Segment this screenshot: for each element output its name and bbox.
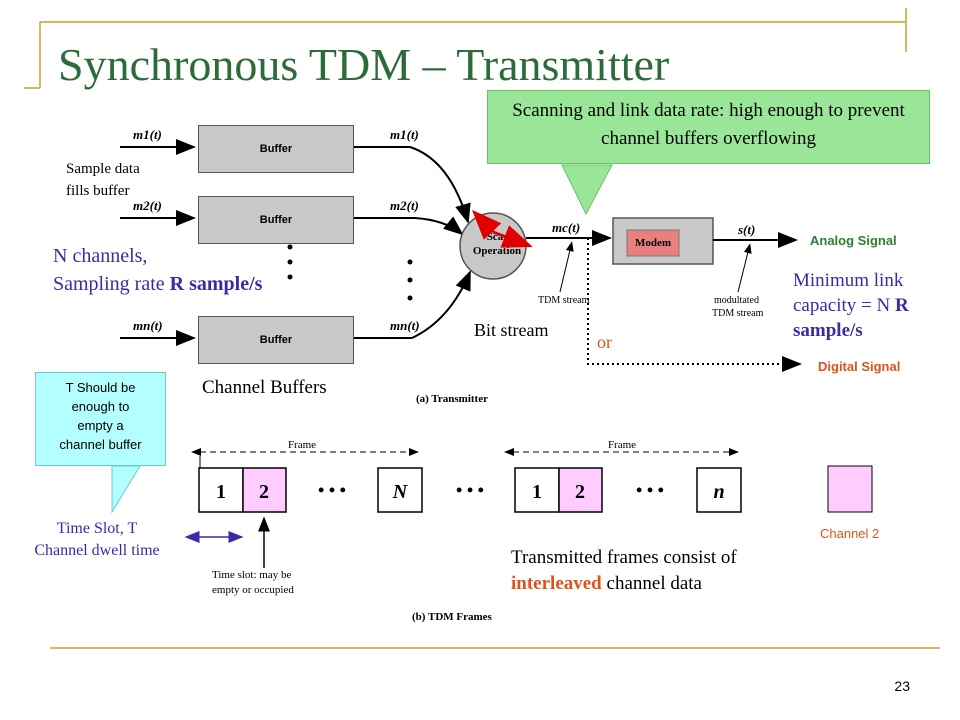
min-link-line-1: Minimum link (793, 270, 904, 291)
sampling-rate-bold: R sample/s (169, 273, 263, 295)
input-label-2: m2(t) (133, 198, 162, 213)
page-number: 23 (894, 678, 910, 694)
digital-signal-path (587, 238, 802, 372)
buffer-1: Buffer (198, 125, 354, 173)
operation-label: Operation (473, 245, 521, 257)
time-slot-label: Time Slot, T Channel dwell time (8, 518, 186, 562)
buffer-2-label: Buffer (259, 214, 293, 226)
sample-data-note: Sample data fills buffer (66, 158, 140, 202)
transmitted-frames-note: Transmitted frames consist of interleave… (511, 545, 737, 597)
channel2-swatch (827, 465, 873, 513)
frame1-ellipsis: • • • (318, 480, 346, 500)
frame-label-1: Frame (288, 439, 316, 451)
converge-arrow-1 (409, 146, 471, 224)
st-label: s(t) (737, 222, 755, 237)
tdm-stream-pointer (559, 241, 574, 293)
sample-data-line-2: fills buffer (66, 183, 130, 199)
sampling-rate-prefix: Sampling rate (53, 273, 170, 295)
buffer-out-label-1: m1(t) (390, 127, 419, 142)
transmitted-rest: channel data (601, 573, 702, 594)
frame-label-2: Frame (608, 439, 636, 451)
modem-label: Modem (635, 237, 671, 249)
or-label: or (597, 332, 612, 352)
frame2-slot-2 (558, 467, 603, 513)
input-label-n: mn(t) (133, 318, 163, 333)
interleaved-word: interleaved (511, 573, 602, 594)
buffer-n: Buffer (198, 316, 354, 364)
time-slot-line-1: Time Slot, T (56, 520, 138, 537)
n-channels-text: N channels, (53, 245, 148, 267)
frame1-slot-1 (198, 467, 244, 513)
min-link-line-2: capacity = N R (793, 293, 909, 318)
between-frames-ellipsis: • • • (456, 480, 484, 500)
t-callout-tail (111, 465, 141, 514)
t-callout-line-3: empty a (77, 418, 124, 433)
frame1-slot-n (377, 467, 423, 513)
time-slot-note-2: empty or occupied (212, 584, 294, 596)
bit-stream-label: Bit stream (474, 320, 549, 340)
frames-caption: (b) TDM Frames (412, 611, 493, 623)
buffer-2: Buffer (198, 196, 354, 244)
buffer-n-label: Buffer (259, 334, 293, 346)
modem-highlight (626, 229, 680, 257)
transmitted-line-2: interleaved channel data (511, 571, 737, 597)
input-label-1: m1(t) (133, 127, 162, 142)
t-callout-line-2: enough to (71, 399, 130, 414)
t-callout-line-4: channel buffer (59, 437, 142, 452)
frame2-slot-n-label: n (713, 481, 724, 503)
min-link-line-3: sample/s (793, 320, 863, 341)
min-link-capacity-note: Minimum link capacity = N R sample/s (793, 268, 909, 343)
channel2-label: Channel 2 (820, 526, 880, 541)
time-slot-note-1: Time slot: may be (212, 569, 291, 581)
t-should-callout: T Should be enough to empty a channel bu… (35, 372, 166, 466)
converge-arrow-2 (414, 216, 464, 236)
frame1-slot-2-label: 2 (259, 481, 269, 503)
n-channels-note: N channels, Sampling rate R sample/s (53, 242, 262, 298)
frame2-slot-2-label: 2 (575, 481, 585, 503)
tdm-stream-label: TDM stream (538, 295, 590, 306)
frame1-slot-n-label: N (392, 481, 409, 503)
modulated-pointer (737, 243, 752, 293)
mc-label: mc(t) (552, 220, 580, 235)
vertical-ellipsis-left (287, 244, 293, 280)
frame2-slot-1-label: 1 (532, 481, 542, 503)
analog-signal-label: Analog Signal (810, 233, 897, 248)
modulated-label-1: modultated (714, 295, 759, 306)
digital-signal-label: Digital Signal (818, 359, 901, 374)
frame2-ellipsis: • • • (636, 480, 664, 500)
frame2-slot-n (696, 467, 742, 513)
sample-data-line-1: Sample data (66, 161, 140, 177)
frame1-slot-1-label: 1 (216, 481, 226, 503)
vertical-ellipsis-right (407, 259, 413, 301)
min-link-line-2-bold: R (894, 295, 909, 316)
scan-arrow-up (471, 209, 502, 240)
frame1-slot-2 (242, 467, 287, 513)
buffer-out-label-n: mn(t) (390, 318, 420, 333)
scan-rate-callout-text: Scanning and link data rate: high enough… (512, 100, 905, 149)
scan-callout-tail (561, 164, 613, 216)
scan-arrow-right (492, 225, 533, 248)
scan-rate-callout: Scanning and link data rate: high enough… (487, 90, 930, 164)
t-callout-line-1: T Should be (65, 380, 136, 395)
sampling-rate-text: Sampling rate R sample/s (53, 270, 262, 298)
time-slot-line-2: Channel dwell time (34, 542, 160, 559)
buffer-out-label-2: m2(t) (390, 198, 419, 213)
modulated-label-2: TDM stream (712, 308, 764, 319)
page-title: Synchronous TDM – Transmitter (58, 39, 670, 90)
buffer-1-label: Buffer (259, 143, 293, 155)
transmitter-caption: (a) Transmitter (416, 393, 488, 405)
transmitted-line-1: Transmitted frames consist of (511, 547, 737, 568)
converge-arrow-n (411, 270, 471, 339)
channel-buffers-label: Channel Buffers (202, 377, 327, 398)
min-link-line-2-prefix: capacity = N (793, 295, 895, 316)
